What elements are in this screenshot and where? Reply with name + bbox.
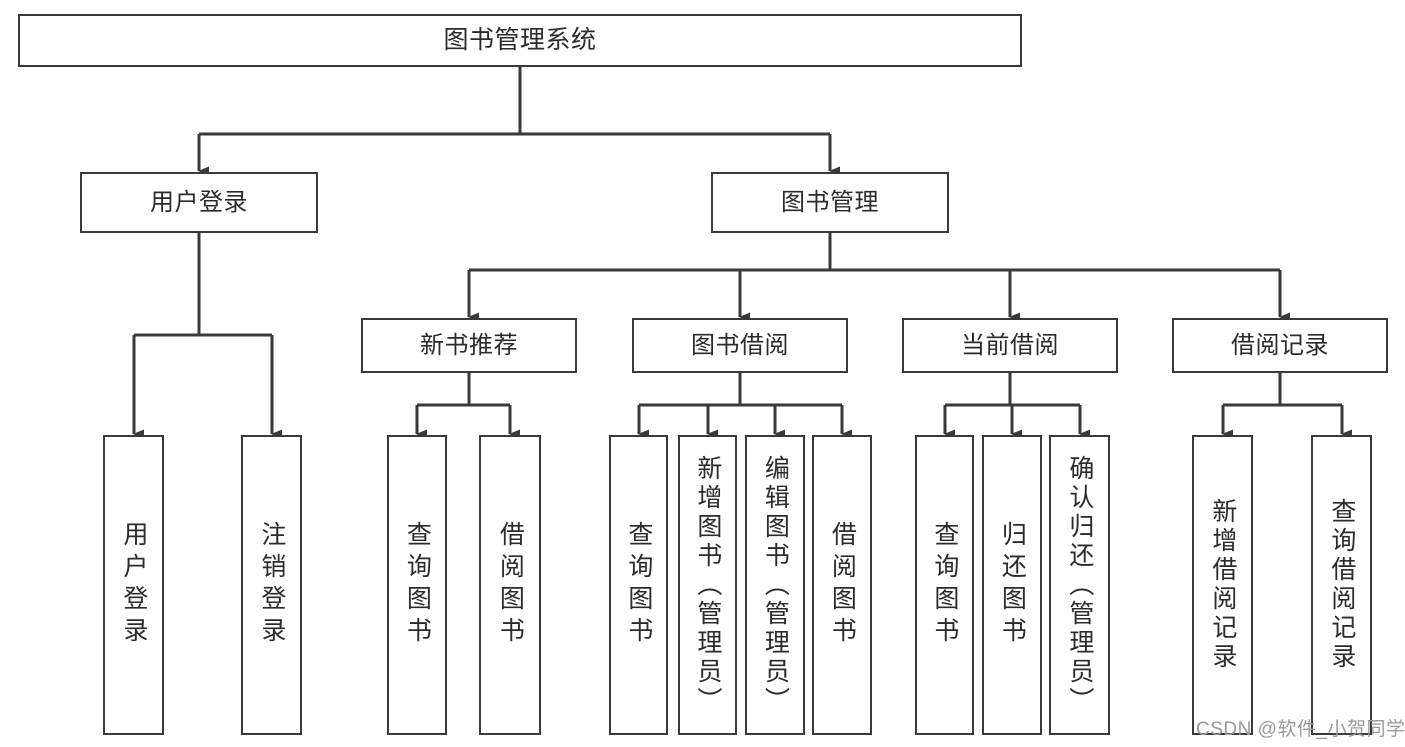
node-book-borrow[interactable]: 图书借阅 — [632, 318, 848, 373]
node-borrow-record[interactable]: 借阅记录 — [1172, 318, 1388, 373]
node-confirm-return-admin[interactable]: 确认归还（管理员） — [1049, 435, 1110, 735]
csdn-watermark: CSDN @软件_小贺同学 — [1196, 719, 1405, 740]
node-edit-book-admin[interactable]: 编辑图书（管理员） — [745, 435, 805, 735]
node-root-system[interactable]: 图书管理系统 — [18, 14, 1022, 67]
node-user-logout-action[interactable]: 注销登录 — [241, 435, 302, 735]
node-current-borrow[interactable]: 当前借阅 — [902, 318, 1118, 373]
node-add-book-admin[interactable]: 新增图书（管理员） — [678, 435, 737, 735]
node-user-login[interactable]: 用户登录 — [80, 172, 318, 233]
node-query-book-recommend[interactable]: 查询图书 — [387, 435, 447, 735]
node-borrow-book-recommend[interactable]: 借阅图书 — [479, 435, 541, 735]
node-query-book-borrow[interactable]: 查询图书 — [609, 435, 668, 735]
node-return-book[interactable]: 归还图书 — [982, 435, 1042, 735]
node-new-book-recommend[interactable]: 新书推荐 — [361, 318, 577, 373]
node-borrow-book-action[interactable]: 借阅图书 — [812, 435, 872, 735]
node-query-book-current[interactable]: 查询图书 — [915, 435, 974, 735]
node-user-login-action[interactable]: 用户登录 — [103, 435, 164, 735]
node-book-manage[interactable]: 图书管理 — [711, 172, 949, 233]
node-add-borrow-record[interactable]: 新增借阅记录 — [1192, 435, 1253, 735]
node-query-borrow-record[interactable]: 查询借阅记录 — [1311, 435, 1372, 735]
